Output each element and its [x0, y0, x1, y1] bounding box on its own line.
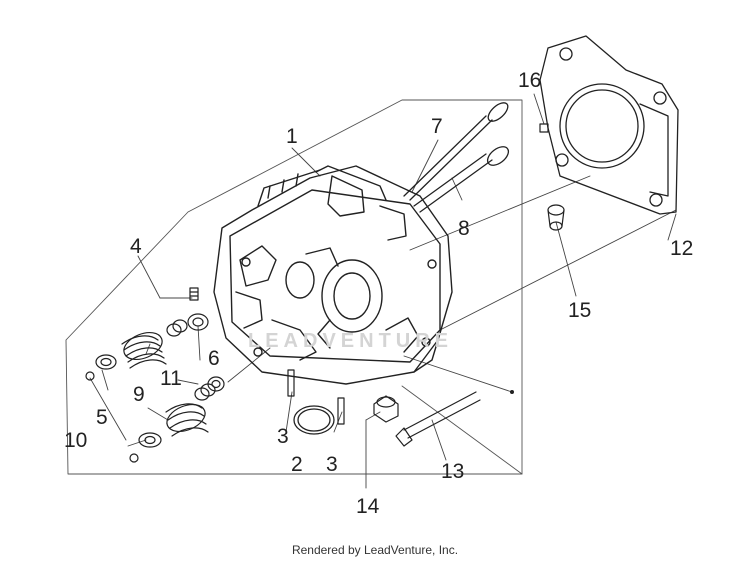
callout-14[interactable]: 14 [356, 495, 380, 518]
callout-11[interactable]: 11 [160, 367, 182, 390]
fitting-14 [373, 395, 399, 423]
callout-6[interactable]: 6 [208, 347, 220, 370]
pin-16 [539, 123, 549, 133]
callout-15[interactable]: 15 [568, 299, 592, 322]
callout-9[interactable]: 9 [133, 383, 145, 406]
valve-spring-upper [121, 331, 167, 369]
callout-16[interactable]: 16 [518, 69, 542, 92]
callout-3a[interactable]: 3 [277, 425, 289, 448]
callout-8[interactable]: 8 [458, 217, 470, 240]
stud-4 [189, 287, 199, 301]
intake-valve [403, 102, 509, 201]
callout-1[interactable]: 1 [286, 125, 298, 148]
assembly-frame [65, 99, 523, 475]
leader-lines [89, 93, 677, 489]
dowel-pins-3 [287, 369, 345, 425]
head-gasket-12 [539, 35, 679, 215]
callout-5[interactable]: 5 [96, 406, 108, 429]
callout-3b[interactable]: 3 [326, 453, 338, 476]
callout-12[interactable]: 12 [670, 237, 694, 260]
callout-2[interactable]: 2 [291, 453, 303, 476]
exhaust-valve [413, 146, 510, 213]
callout-4[interactable]: 4 [130, 235, 142, 258]
footer-credit: Rendered by LeadVenture, Inc. [291, 543, 459, 557]
reference-dot [510, 390, 514, 394]
spring-cap-5 [95, 354, 162, 448]
washer-6 [187, 313, 225, 392]
o-ring-2 [293, 405, 335, 435]
valve-spring-lower [165, 403, 209, 437]
valve-keeper-10 [85, 371, 139, 463]
cylinder-head [213, 165, 453, 385]
bushing-15 [547, 204, 565, 231]
watermark-text: LEADVENTURE [248, 330, 454, 352]
callout-13[interactable]: 13 [441, 460, 465, 483]
bolt-13 [395, 391, 481, 447]
callout-7[interactable]: 7 [431, 115, 443, 138]
callout-10[interactable]: 10 [64, 429, 88, 452]
